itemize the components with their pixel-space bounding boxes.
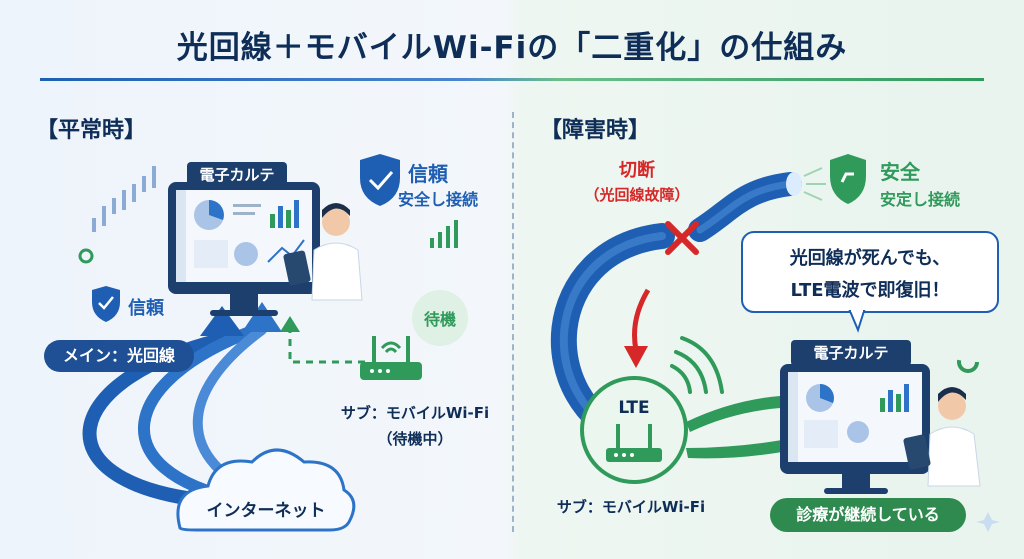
- failure-ehr-label: 電子カルテ: [791, 340, 911, 366]
- cable-end-icon: [786, 172, 802, 196]
- cloud-icon: [176, 448, 356, 532]
- ehr-monitor-icon: [780, 364, 930, 494]
- standby-path-icon: [288, 330, 365, 364]
- normal-trust-small: 信頼: [128, 298, 164, 319]
- arrow-head-icon: [200, 306, 244, 336]
- decorative-candlestick-icon: [92, 166, 156, 232]
- decorative-ring-icon: [78, 248, 94, 264]
- failure-diagram: [550, 154, 1000, 532]
- internet-label: インターネット: [206, 501, 326, 521]
- cut-title: 切断: [619, 160, 655, 181]
- normal-trust-subtitle: 安全し接続: [398, 190, 479, 209]
- normal-section-label: 【平常時】: [36, 118, 147, 143]
- decorative-bars-icon: [430, 220, 458, 248]
- callout-line-2: LTE電波で即復旧！: [790, 280, 950, 301]
- normal-sub-line-label: サブ：モバイルWi-Fi: [340, 404, 490, 422]
- callout-bubble: [741, 231, 999, 333]
- standby-badge-circle: [412, 290, 468, 346]
- failover-arrow-head-icon: [624, 346, 648, 368]
- title-underline: [40, 78, 984, 81]
- shield-check-icon: [830, 154, 866, 204]
- ehr-monitor-icon: [168, 182, 320, 316]
- cut-subtitle: （光回線故障）: [584, 186, 690, 204]
- lte-router-label: LTE: [618, 398, 650, 418]
- doctor-illustration-icon: [283, 203, 363, 301]
- main-line-badge: メイン：光回線: [44, 340, 194, 372]
- normal-trust-title: 信頼: [408, 162, 448, 186]
- standby-badge: 待機: [423, 310, 456, 329]
- normal-diagram: [78, 154, 468, 532]
- cut-x-icon: [665, 221, 699, 255]
- doctor-illustration-icon: [903, 387, 981, 487]
- safe-subtitle: 安定し接続: [880, 190, 961, 209]
- standby-arrow-head-icon: [280, 316, 300, 332]
- normal-ehr-label: 電子カルテ: [187, 162, 287, 188]
- failure-section-label: 【障害時】: [540, 118, 651, 143]
- care-continues-badge: 診療が継続している: [770, 498, 966, 532]
- light-rays-icon: [803, 167, 826, 201]
- failure-sub-line-label: サブ：モバイルWi-Fi: [556, 498, 706, 516]
- sparkle-icon: [976, 512, 1000, 532]
- wireless-waves-icon: [670, 336, 724, 394]
- wifi-router-icon: [360, 336, 422, 380]
- shield-check-icon: [360, 154, 400, 206]
- failover-arrow-icon: [632, 288, 651, 351]
- page-title: 光回線＋モバイルWi-Fiの「二重化」の仕組み: [176, 30, 848, 66]
- normal-sub-status: （待機中）: [377, 430, 453, 448]
- arrow-head-icon: [242, 302, 282, 332]
- safe-title: 安全: [880, 160, 920, 184]
- callout-line-1: 光回線が死んでも、: [789, 248, 951, 269]
- lte-router-icon: [580, 376, 688, 484]
- shield-check-icon: [92, 286, 120, 322]
- decorative-ring-icon: [957, 351, 979, 373]
- section-divider: [512, 112, 514, 532]
